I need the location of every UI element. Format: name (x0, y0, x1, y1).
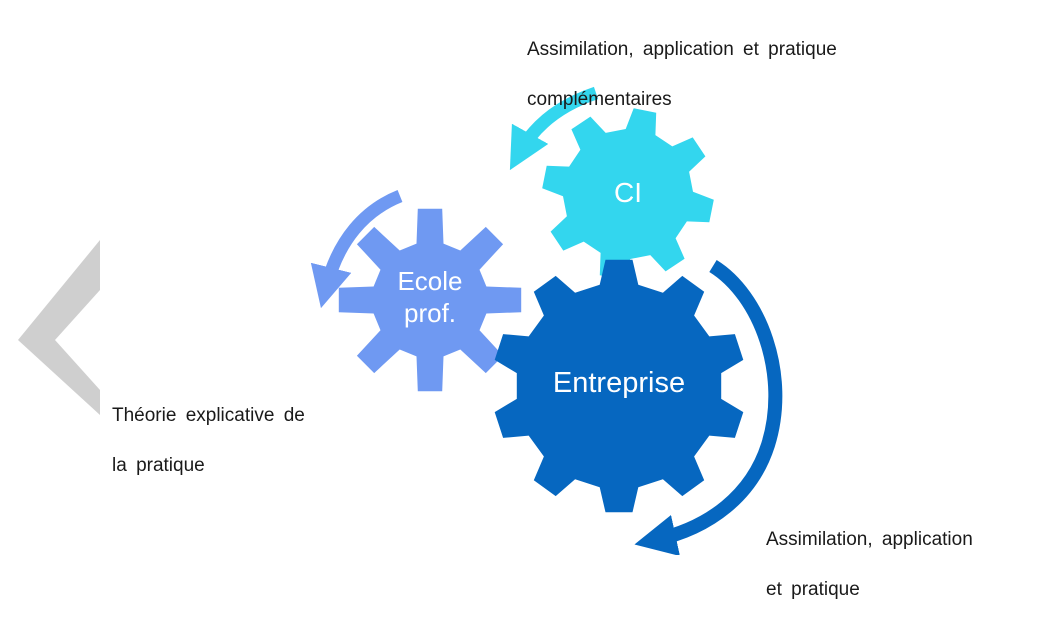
caption-ci: Assimilation, application et pratique co… (527, 12, 837, 137)
gear-ci (542, 108, 714, 280)
gear-entreprise-label: Entreprise (553, 367, 685, 399)
gear-ecole (338, 208, 522, 392)
caption-ecole-line2: la pratique (112, 455, 205, 476)
caption-entreprise: Assimilation, application et pratique (766, 502, 973, 627)
arrow-ci (509, 86, 599, 171)
caption-ecole: Théorie explicative de la pratique (112, 378, 305, 503)
caption-entreprise-line2: et pratique (766, 579, 860, 600)
gear-ecole-label-line1: Ecole (397, 266, 462, 296)
arrow-entreprise (634, 260, 783, 555)
gear-ecole-label-line2: prof. (404, 298, 456, 328)
diagram-canvas: CI Ecole prof. Entreprise (18, 86, 783, 555)
gear-ci-label: CI (614, 177, 642, 208)
caption-ci-line1: Assimilation, application et pratique (527, 39, 837, 60)
arrow-ecole (310, 189, 403, 309)
caption-ci-line2: complémentaires (527, 89, 672, 110)
caption-ecole-line1: Théorie explicative de (112, 405, 305, 426)
gear-entreprise (494, 259, 744, 513)
caption-entreprise-line1: Assimilation, application (766, 529, 973, 550)
chevron-left-icon (18, 240, 100, 415)
